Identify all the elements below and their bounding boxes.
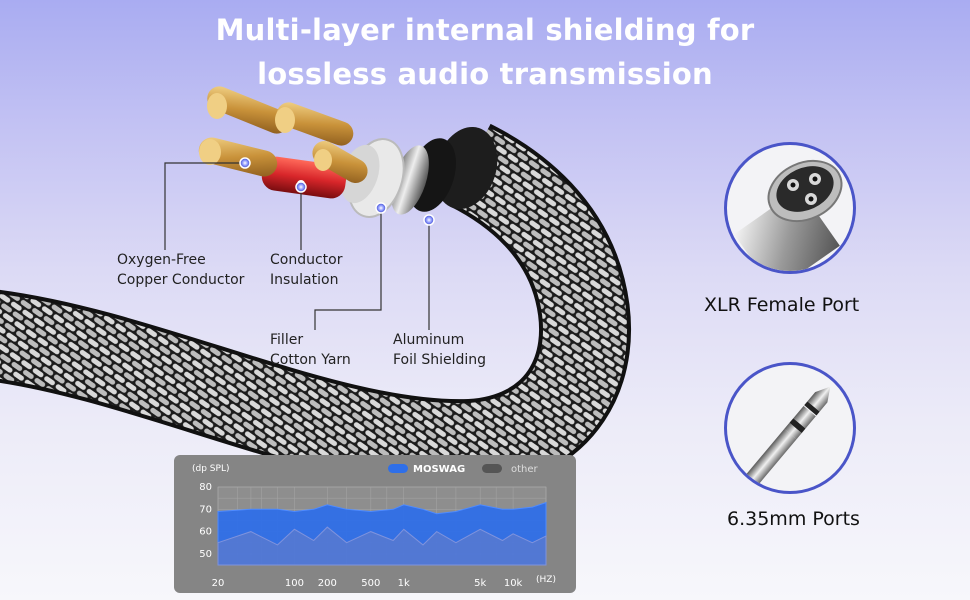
label-filler-line-2: Cotton Yarn xyxy=(270,352,351,368)
x-tick-label: 5k xyxy=(474,578,486,589)
headline-line-2: lossless audio transmission xyxy=(257,57,713,91)
x-tick-label: 1k xyxy=(398,578,410,589)
chart-y-ticks: 80 70 60 50 xyxy=(199,482,212,560)
x-tick-label: 10k xyxy=(504,578,523,589)
jack-plug-icon xyxy=(739,386,831,491)
label-foil-line-1: Aluminum xyxy=(393,332,465,348)
x-tick-label: 500 xyxy=(361,578,380,589)
label-insulation-line-2: Insulation xyxy=(270,272,339,288)
y-tick-label: 70 xyxy=(199,504,212,515)
series-area-other xyxy=(217,526,547,566)
frequency-chart-svg: (dp SPL) (HZ) MOSWAG other 80 70 60 50 20 10… xyxy=(192,464,556,589)
y-tick-label: 50 xyxy=(199,549,212,560)
frequency-chart: (dp SPL) (HZ) MOSWAG other 80 70 60 50 20 10… xyxy=(174,455,576,593)
legend-label-moswag: MOSWAG xyxy=(413,464,465,475)
y-tick-label: 60 xyxy=(199,527,212,538)
legend-label-other: other xyxy=(511,464,539,475)
label-copper-conductor: Oxygen-Free Copper Conductor xyxy=(117,250,244,290)
callout-lines xyxy=(164,162,430,330)
chart-y-axis-label: (dp SPL) xyxy=(192,464,229,474)
jack-port-label: 6.35mm Ports xyxy=(727,508,860,530)
chart-legend: MOSWAG other xyxy=(388,464,539,475)
label-insulation-line-1: Conductor xyxy=(270,252,343,268)
label-foil-line-2: Foil Shielding xyxy=(393,352,487,368)
xlr-connector-icon xyxy=(734,159,843,271)
label-aluminum-foil: Aluminum Foil Shielding xyxy=(393,330,486,370)
x-tick-label: 100 xyxy=(285,578,304,589)
braided-cable xyxy=(0,123,631,492)
jack-port-image xyxy=(724,362,856,494)
legend-swatch-other xyxy=(482,464,502,473)
x-tick-label: 20 xyxy=(212,578,225,589)
legend-swatch-moswag xyxy=(388,464,408,473)
label-copper-line-1: Oxygen-Free xyxy=(117,252,206,268)
copper-conductors xyxy=(198,86,368,183)
chart-x-axis-label: (HZ) xyxy=(536,575,556,585)
label-filler-cotton: Filler Cotton Yarn xyxy=(270,330,351,370)
headline: Multi-layer internal shielding for lossl… xyxy=(0,8,970,96)
label-conductor-insulation: Conductor Insulation xyxy=(270,250,342,290)
x-tick-label: 200 xyxy=(318,578,337,589)
label-filler-line-1: Filler xyxy=(270,332,304,348)
callout-dots xyxy=(239,157,435,226)
xlr-port-label: XLR Female Port xyxy=(704,294,860,316)
xlr-port-image xyxy=(724,142,856,274)
chart-series xyxy=(217,501,547,566)
headline-line-1: Multi-layer internal shielding for xyxy=(215,13,755,47)
chart-x-ticks: 20 100 200 500 1k 5k 10k xyxy=(212,578,523,589)
y-tick-label: 80 xyxy=(199,482,212,493)
label-copper-line-2: Copper Conductor xyxy=(117,272,245,288)
